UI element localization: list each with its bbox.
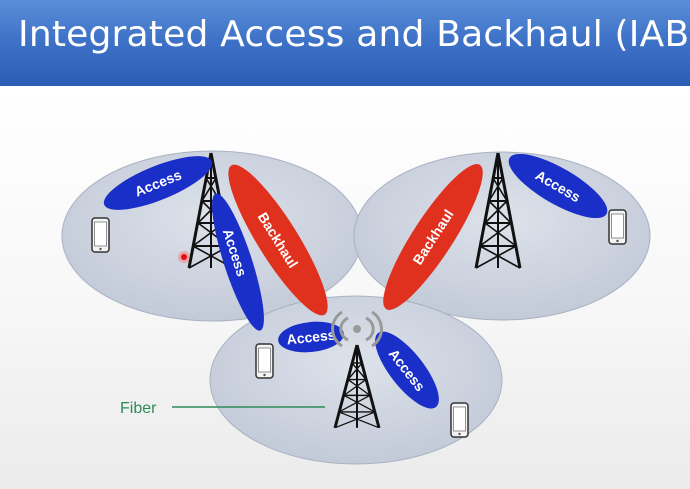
access-beam-bottom-left: Access [278,321,344,353]
laser-pointer-dot [178,251,190,263]
slide-title: Integrated Access and Backhaul (IAB) [18,14,690,55]
smartphone-icon [255,343,274,379]
title-bar: Integrated Access and Backhaul (IAB) [0,0,690,86]
wireless-signal-icon [331,310,383,348]
smartphone-icon [450,402,469,438]
backhaul-beam-left: Backhaul [228,164,328,316]
fiber-label: Fiber [120,400,157,417]
smartphone-icon [91,217,110,253]
smartphone-icon [608,209,627,245]
svg-text:Access: Access [286,326,337,347]
